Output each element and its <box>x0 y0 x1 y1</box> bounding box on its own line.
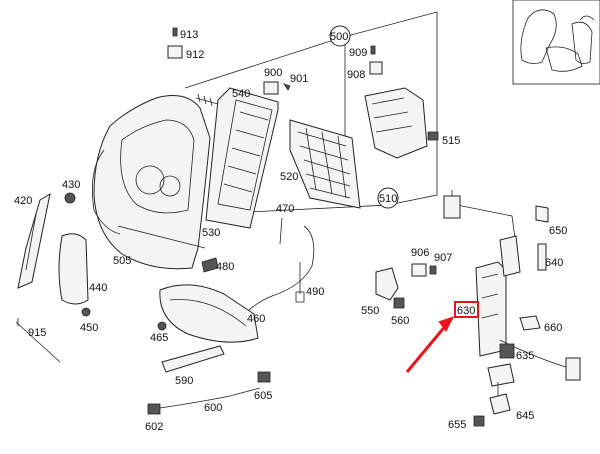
label-912: 912 <box>186 49 204 61</box>
label-550: 550 <box>361 305 379 317</box>
label-490: 490 <box>306 286 324 298</box>
label-505: 505 <box>113 255 131 267</box>
label-909: 909 <box>349 47 367 59</box>
label-640: 640 <box>545 257 563 269</box>
red-arrow-head <box>438 316 454 332</box>
circle-510 <box>377 187 399 209</box>
label-655: 655 <box>448 419 466 431</box>
backrest-frame-530 <box>205 87 279 229</box>
label-630: 630 <box>457 305 475 317</box>
label-560: 560 <box>391 315 409 327</box>
label-908: 908 <box>347 69 365 81</box>
label-901: 901 <box>290 73 308 85</box>
seat-mat-520 <box>289 119 361 209</box>
label-602: 602 <box>145 421 163 433</box>
circle-500 <box>329 25 351 47</box>
right-adjuster-assembly <box>375 190 581 427</box>
seat-inset-thumbnail <box>512 0 600 85</box>
label-480: 480 <box>216 261 234 273</box>
label-907: 907 <box>434 252 452 264</box>
label-906: 906 <box>411 247 429 259</box>
label-645: 645 <box>516 410 534 422</box>
highlight-callout <box>405 301 479 373</box>
label-650: 650 <box>549 225 567 237</box>
left-side-parts <box>15 192 91 363</box>
label-520: 520 <box>280 171 298 183</box>
label-660: 660 <box>544 322 562 334</box>
label-915: 915 <box>28 327 46 339</box>
control-module-908 <box>364 61 428 159</box>
label-590: 590 <box>175 375 193 387</box>
label-460: 460 <box>247 313 265 325</box>
label-600: 600 <box>204 402 222 414</box>
label-500: 500 <box>330 31 348 43</box>
label-440: 440 <box>89 282 107 294</box>
label-530: 530 <box>202 227 220 239</box>
seat-pan-460 <box>157 284 259 343</box>
label-465: 465 <box>150 332 168 344</box>
label-450: 450 <box>80 322 98 334</box>
label-540: 540 <box>232 88 250 100</box>
backrest-shell-505 <box>92 95 211 270</box>
label-470: 470 <box>276 203 294 215</box>
label-510: 510 <box>379 193 397 205</box>
label-605: 605 <box>254 390 272 402</box>
small-hardware <box>167 27 439 141</box>
label-635: 635 <box>516 350 534 362</box>
label-515: 515 <box>442 135 460 147</box>
label-913: 913 <box>180 29 198 41</box>
label-430: 430 <box>62 179 80 191</box>
label-420: 420 <box>14 195 32 207</box>
highlight-box <box>454 301 479 318</box>
label-900: 900 <box>264 67 282 79</box>
lower-rail-parts <box>147 345 271 415</box>
